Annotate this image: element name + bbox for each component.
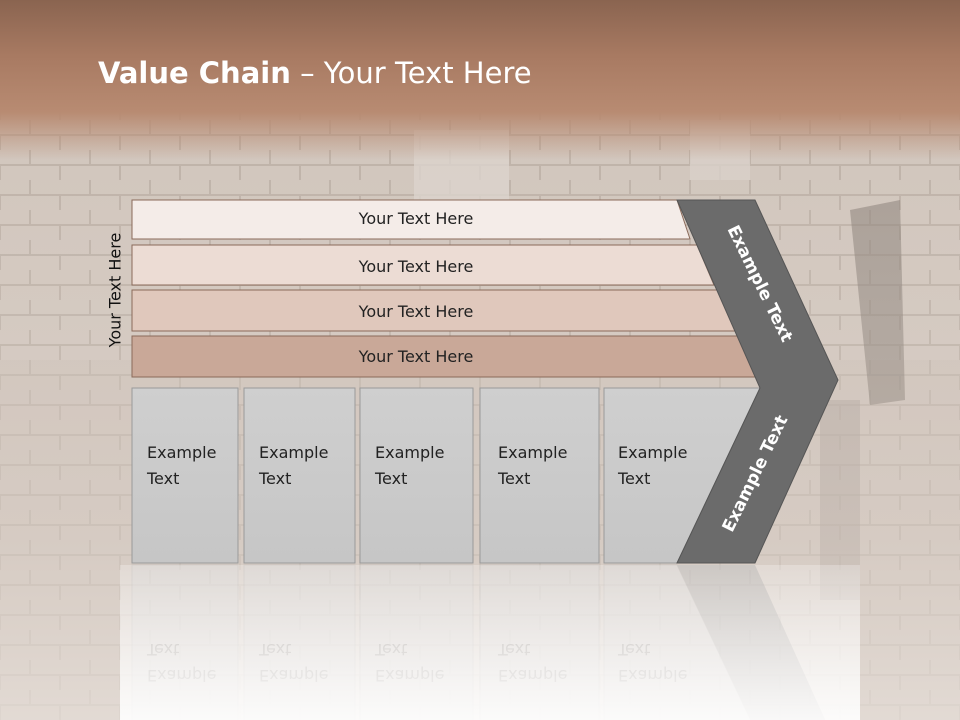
primary-box-2-line2: Text — [258, 469, 291, 488]
support-row-3[interactable]: Your Text Here — [131, 289, 740, 332]
primary-box-1[interactable]: Example Text — [131, 387, 239, 564]
reflection-fade — [120, 565, 860, 720]
header-band — [0, 0, 960, 160]
primary-box-1-line1: Example — [147, 443, 216, 462]
primary-box-5[interactable]: Example Text — [603, 387, 761, 564]
primary-box-5-line1: Example — [618, 443, 687, 462]
primary-box-3[interactable]: Example Text — [359, 387, 474, 564]
primary-box-4[interactable]: Example Text — [479, 387, 600, 564]
support-row-2-label: Your Text Here — [358, 257, 474, 276]
support-row-2[interactable]: Your Text Here — [131, 244, 715, 286]
title-bold: Value Chain — [98, 56, 291, 90]
primary-box-4-line2: Text — [497, 469, 530, 488]
support-row-1-label: Your Text Here — [358, 209, 474, 228]
support-row-1[interactable]: Your Text Here — [131, 199, 691, 240]
support-row-3-label: Your Text Here — [358, 302, 474, 321]
primary-box-1-line2: Text — [146, 469, 179, 488]
primary-box-2-line1: Example — [259, 443, 328, 462]
primary-box-4-line1: Example — [498, 443, 567, 462]
primary-box-3-line1: Example — [375, 443, 444, 462]
slide-title: Value Chain – Your Text Here — [98, 56, 532, 90]
margin-chevron[interactable]: Example Text Example Text — [676, 199, 839, 564]
primary-box-5-line2: Text — [617, 469, 650, 488]
support-row-4[interactable]: Your Text Here — [131, 335, 764, 378]
primary-box-2[interactable]: Example Text — [243, 387, 356, 564]
primary-box-3-line2: Text — [374, 469, 407, 488]
support-row-4-label: Your Text Here — [358, 347, 474, 366]
title-rest: – Your Text Here — [290, 56, 532, 90]
